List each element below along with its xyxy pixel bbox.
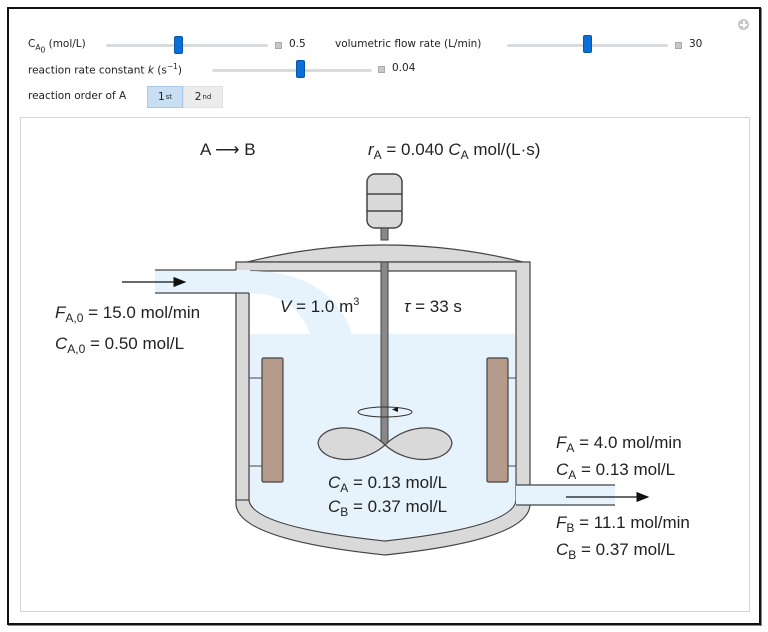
impeller-icon <box>317 427 453 460</box>
expand-options-icon[interactable] <box>738 19 749 30</box>
rate-law-eq: = 0.040 <box>382 140 449 159</box>
rate-law-r: r <box>368 140 375 159</box>
rate-constant-value: 0.04 <box>392 62 416 74</box>
rate-law-r-sub: A <box>374 148 382 162</box>
outlet-cb-label: CB = 0.37 mol/L <box>556 540 675 562</box>
volume-eq: = 1.0 m <box>291 297 353 316</box>
inlet-conc-text: = 0.50 mol/L <box>85 334 184 353</box>
tau-symbol: τ <box>404 297 412 316</box>
rate-constant-label-k: k <box>147 64 154 77</box>
inlet-conc-label: CA,0 = 0.50 mol/L <box>55 334 184 356</box>
ca0-slider-track[interactable] <box>106 44 268 47</box>
outlet-ca-label: CA = 0.13 mol/L <box>556 460 675 482</box>
second-order-sup: nd <box>202 93 212 101</box>
motor-icon <box>366 173 403 241</box>
ca0-label-sub2: 0 <box>40 45 46 55</box>
ca0-label-symbol: C <box>28 38 36 50</box>
ca0-value: 0.5 <box>289 38 306 50</box>
inlet-flow-label: FA,0 = 15.0 mol/min <box>55 303 200 325</box>
ca0-label-sub: A <box>35 43 41 53</box>
ca0-expand-icon[interactable] <box>275 42 282 49</box>
rate-constant-label-unit-close: ) <box>177 64 183 77</box>
residence-time-label: τ = 33 s <box>404 297 462 316</box>
reactor-ca-sym: C <box>328 473 341 492</box>
reactor-cb-text: = 0.37 mol/L <box>348 497 447 516</box>
outlet-ca-sub: A <box>568 468 576 482</box>
volume-symbol: V <box>280 297 293 316</box>
outlet-ca-text: = 0.13 mol/L <box>576 460 675 479</box>
agitator-shaft <box>380 261 389 446</box>
baffle-right <box>486 357 516 483</box>
vessel-lid <box>246 244 524 263</box>
rotation-icon <box>357 406 413 418</box>
rate-constant-slider-thumb[interactable] <box>295 60 305 78</box>
inlet-flow-text: = 15.0 mol/min <box>83 303 200 322</box>
outlet-fb-sub: B <box>566 521 574 535</box>
reactor-ca-label: CA = 0.13 mol/L <box>328 473 447 495</box>
volume-label: V = 1.0 m3 <box>280 296 359 316</box>
outlet-cb-sub: B <box>568 548 576 562</box>
rate-constant-expand-icon[interactable] <box>378 66 385 73</box>
inlet-flow-sym: F <box>55 303 67 322</box>
reactor-cb-label: CB = 0.37 mol/L <box>328 497 447 519</box>
first-order-sup: st <box>165 93 173 101</box>
reaction-equation: A ⟶ B <box>200 140 256 159</box>
reactor-cb-sub: B <box>340 505 348 519</box>
rate-law-c-sub: A <box>461 148 469 162</box>
volume-exp: 3 <box>353 296 359 308</box>
rate-constant-label-unit-open: (s <box>153 64 167 77</box>
reactor-cb-sym: C <box>328 497 341 516</box>
outlet-cb-text: = 0.37 mol/L <box>576 540 675 559</box>
inlet-pipe <box>155 270 250 293</box>
outlet-fa-sym: F <box>556 433 568 452</box>
rate-constant-slider-track[interactable] <box>212 69 372 72</box>
outlet-fb-sym: F <box>556 513 568 532</box>
flow-rate-label: volumetric flow rate (L/min) <box>335 38 482 50</box>
second-order-base: 2 <box>194 91 202 103</box>
reaction-order-label: reaction order of A <box>28 90 127 102</box>
flow-rate-slider-thumb[interactable] <box>583 35 592 53</box>
inlet-stream <box>249 271 352 334</box>
outlet-fb-label: FB = 11.1 mol/min <box>556 513 690 535</box>
outlet-fb-text: = 11.1 mol/min <box>574 513 689 532</box>
rate-law-c: C <box>448 140 461 159</box>
inlet-conc-sym: C <box>55 334 68 353</box>
tau-eq: = 33 s <box>410 297 462 316</box>
outlet-fa-label: FA = 4.0 mol/min <box>556 433 682 455</box>
flow-rate-value: 30 <box>689 38 703 50</box>
ca0-slider-thumb[interactable] <box>174 36 184 54</box>
rate-constant-label: reaction rate constant k (s−1) <box>28 62 182 77</box>
inlet-flow-sub: A,0 <box>65 311 83 325</box>
first-order-base: 1 <box>157 91 165 103</box>
rate-law-unit: mol/(L·s) <box>469 140 541 159</box>
outlet-pipe <box>516 485 615 505</box>
rate-law: rA = 0.040 CA mol/(L·s) <box>368 140 540 162</box>
outlet-ca-sym: C <box>556 460 569 479</box>
reactor-ca-text: = 0.13 mol/L <box>348 473 447 492</box>
reactor-ca-sub: A <box>340 481 348 495</box>
baffle-left <box>249 357 284 483</box>
ca0-label-unit: (mol/L) <box>45 38 86 50</box>
ca0-label: CA0 (mol/L) <box>28 38 86 55</box>
rate-constant-label-text: reaction rate constant <box>28 64 148 77</box>
outlet-fa-text: = 4.0 mol/min <box>574 433 681 452</box>
outlet-cb-sym: C <box>556 540 569 559</box>
rate-constant-label-exp: −1 <box>166 62 178 71</box>
outlet-fa-sub: A <box>566 441 574 455</box>
inlet-conc-sub: A,0 <box>67 342 85 356</box>
flow-rate-expand-icon[interactable] <box>675 42 682 49</box>
